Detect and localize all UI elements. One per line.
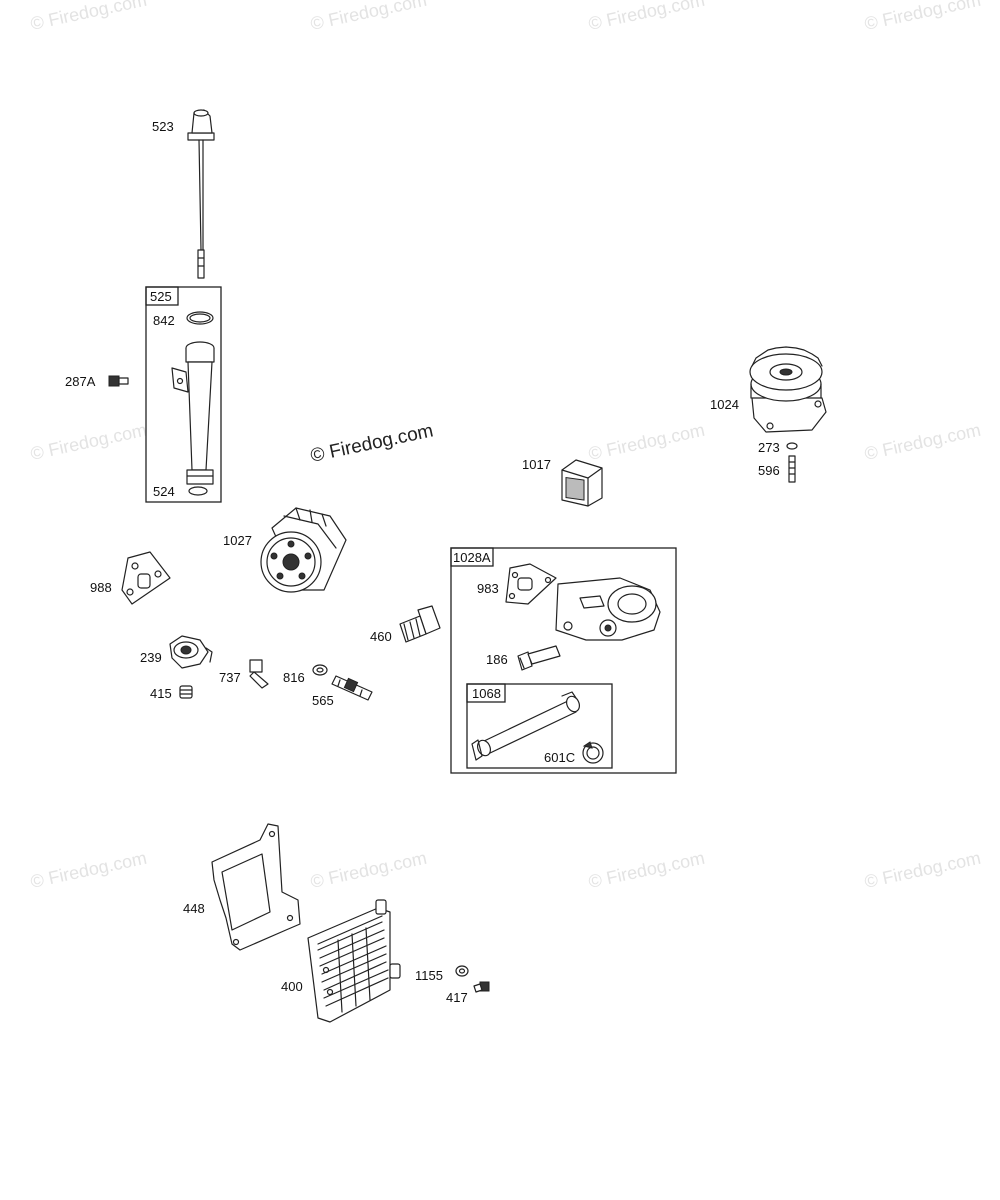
label-239: 239	[140, 650, 162, 665]
label-988: 988	[90, 580, 112, 595]
watermark: © Firedog.com	[863, 420, 983, 464]
group-tag-1028A	[450, 547, 494, 567]
part-448-bracket[interactable]	[211, 823, 301, 951]
label-596: 596	[758, 463, 780, 478]
label-460: 460	[370, 629, 392, 644]
label-601C: 601C	[544, 750, 575, 765]
label-523: 523	[152, 119, 174, 134]
watermark: © Firedog.com	[29, 0, 149, 34]
label-1068: 1068	[472, 686, 501, 701]
part-460-adapter[interactable]	[399, 605, 441, 643]
part-186-fitting[interactable]	[517, 645, 561, 671]
part-273-washer[interactable]	[786, 442, 798, 450]
watermark: © Firedog.com	[863, 0, 983, 34]
label-415: 415	[150, 686, 172, 701]
label-1028A: 1028A	[453, 550, 491, 565]
part-842-o-ring[interactable]	[186, 311, 214, 325]
label-400: 400	[281, 979, 303, 994]
watermark: © Firedog.com	[587, 0, 707, 34]
part-523-dipstick[interactable]	[187, 109, 215, 279]
label-273: 273	[758, 440, 780, 455]
center-watermark: © Firedog.com	[309, 420, 436, 467]
part-1024-oil-pump[interactable]	[749, 346, 827, 433]
watermark: © Firedog.com	[29, 420, 149, 464]
watermark: © Firedog.com	[587, 848, 707, 892]
part-601C-clamp[interactable]	[582, 741, 604, 764]
label-524: 524	[153, 484, 175, 499]
label-287A: 287A	[65, 374, 96, 389]
part-400-oil-cooler[interactable]	[307, 899, 401, 1023]
group-box-525	[145, 286, 222, 503]
label-565: 565	[312, 693, 334, 708]
part-565-fitting[interactable]	[331, 675, 373, 701]
label-1017: 1017	[522, 457, 551, 472]
label-186: 186	[486, 652, 508, 667]
watermark: © Firedog.com	[587, 420, 707, 464]
label-737: 737	[219, 670, 241, 685]
part-239-pressure-switch[interactable]	[169, 635, 213, 669]
group-box-1068	[466, 683, 613, 769]
watermark: © Firedog.com	[29, 848, 149, 892]
part-417-screw[interactable]	[473, 981, 490, 993]
label-816: 816	[283, 670, 305, 685]
part-1027-oil-filter[interactable]	[260, 507, 347, 593]
part-1155-washer[interactable]	[455, 965, 469, 977]
group-box-1028A	[450, 547, 677, 774]
label-1027: 1027	[223, 533, 252, 548]
label-1155: 1155	[415, 968, 443, 983]
part-1028A-filter-adapter[interactable]	[555, 577, 661, 641]
label-983: 983	[477, 581, 499, 596]
part-287A-screw[interactable]	[108, 375, 129, 387]
part-525-dipstick-tube[interactable]	[171, 341, 215, 485]
part-524-o-ring[interactable]	[188, 486, 208, 496]
label-417: 417	[446, 990, 468, 1005]
label-1024: 1024	[710, 397, 739, 412]
watermark: © Firedog.com	[309, 0, 429, 34]
part-1068-oil-hose[interactable]	[471, 691, 582, 761]
group-tag-525	[145, 286, 179, 306]
part-983-gasket[interactable]	[505, 563, 557, 605]
watermark: © Firedog.com	[309, 848, 429, 892]
label-842: 842	[153, 313, 175, 328]
part-596-screw[interactable]	[788, 455, 796, 483]
watermark: © Firedog.com	[863, 848, 983, 892]
label-525: 525	[150, 289, 172, 304]
group-tag-1068	[466, 683, 506, 703]
part-1017-filter-screen[interactable]	[561, 459, 603, 507]
label-448: 448	[183, 901, 205, 916]
part-988-gasket[interactable]	[121, 551, 171, 605]
part-737-fitting[interactable]	[249, 659, 269, 689]
part-816-washer[interactable]	[312, 664, 328, 676]
part-415-plug[interactable]	[179, 685, 193, 699]
